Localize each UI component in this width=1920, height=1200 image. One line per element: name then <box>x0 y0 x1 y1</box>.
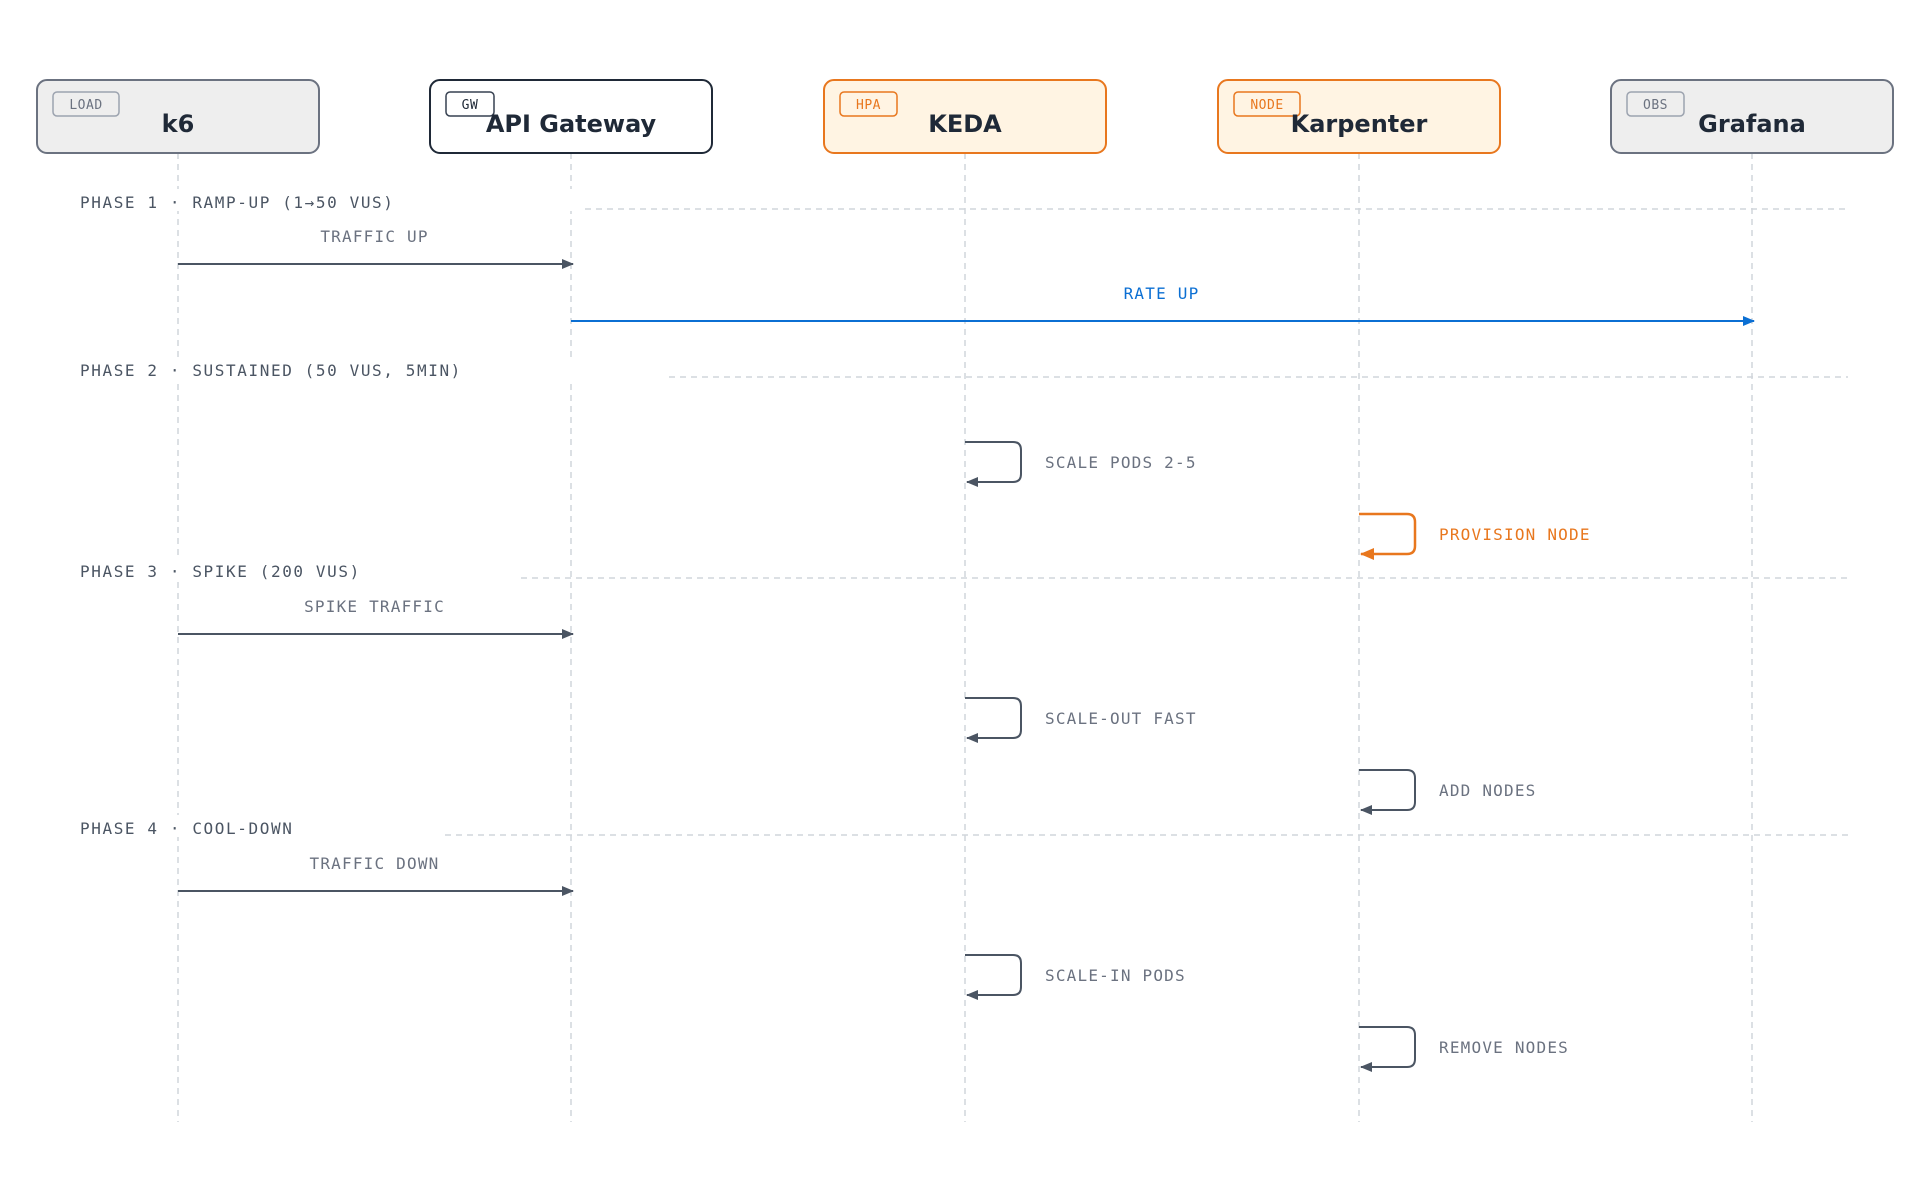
message: REMOVE NODES <box>1359 1026 1569 1072</box>
actor-box <box>1610 79 1894 154</box>
actor-name: KEDA <box>928 110 1002 138</box>
actor-tag: NODE <box>1250 98 1283 113</box>
actor-box <box>429 79 713 154</box>
actor-tag: GW <box>462 98 479 113</box>
actors: LOAD k6 GW API Gateway HPA KEDA NODE Karpenter O… <box>36 79 1894 154</box>
messages: TRAFFIC UP RATE UP SCALE PODS 2-5PROVISION… <box>178 227 1755 1072</box>
actor-tag-badge <box>445 91 495 117</box>
message: SCALE-OUT FAST <box>965 697 1197 743</box>
actor-karpenter: NODE Karpenter <box>1217 79 1501 154</box>
message-label: TRAFFIC DOWN <box>310 854 440 873</box>
lifelines <box>177 153 1753 1122</box>
phase-separators: PHASE 1 · RAMP-UP (1→50 VUS) PHASE 2 · SU… <box>74 189 1848 838</box>
actor-name: Karpenter <box>1291 110 1428 138</box>
phase-label: PHASE 3 · SPIKE (200 VUS) <box>80 562 361 581</box>
actor-tag-badge <box>52 91 120 117</box>
actor-tag: HPA <box>856 98 881 113</box>
actor-tag-badge <box>1626 91 1685 117</box>
self-message-arrow <box>965 441 1022 487</box>
phase-label: PHASE 2 · SUSTAINED (50 VUS, 5MIN) <box>80 361 462 380</box>
message: SCALE PODS 2-5 <box>965 441 1197 487</box>
message: SPIKE TRAFFIC <box>178 597 574 639</box>
actor-name: k6 <box>162 110 195 138</box>
message-label: SPIKE TRAFFIC <box>304 597 445 616</box>
actor-tag-badge <box>839 91 898 117</box>
actor-tag: LOAD <box>69 98 102 113</box>
actor-grafana: OBS Grafana <box>1610 79 1894 154</box>
phase-label: PHASE 4 · COOL-DOWN <box>80 819 293 838</box>
message-label: SCALE-OUT FAST <box>1045 709 1197 728</box>
actor-tag: OBS <box>1643 98 1668 113</box>
phase-label-background <box>74 357 659 379</box>
message-label: ADD NODES <box>1439 781 1537 800</box>
phase-label: PHASE 1 · RAMP-UP (1→50 VUS) <box>80 193 395 212</box>
message: PROVISION NODE <box>1359 512 1591 560</box>
actor-box <box>823 79 1107 154</box>
self-message-arrow <box>1359 1026 1416 1072</box>
message: SCALE-IN PODS <box>965 954 1186 1000</box>
self-message-arrow <box>1359 769 1416 815</box>
actor-box <box>36 79 320 154</box>
message-label: SCALE-IN PODS <box>1045 966 1186 985</box>
message-label: SCALE PODS 2-5 <box>1045 453 1197 472</box>
self-message-arrow <box>965 954 1022 1000</box>
actor-k6: LOAD k6 <box>36 79 320 154</box>
message-label: RATE UP <box>1124 284 1200 303</box>
phase-label-background <box>74 815 435 837</box>
message-label: TRAFFIC UP <box>320 227 428 246</box>
message: RATE UP <box>571 284 1755 326</box>
phase-label-background <box>74 558 511 580</box>
self-message-arrow <box>965 697 1022 743</box>
message: TRAFFIC DOWN <box>178 854 574 896</box>
self-message-arrow <box>1359 512 1417 560</box>
actor-gateway: GW API Gateway <box>429 79 713 154</box>
actor-tag-badge <box>1233 91 1301 117</box>
message-label: PROVISION NODE <box>1439 525 1591 544</box>
message: ADD NODES <box>1359 769 1537 815</box>
phase-label-background <box>74 189 575 211</box>
message: TRAFFIC UP <box>178 227 574 269</box>
actor-box <box>1217 79 1501 154</box>
actor-name: API Gateway <box>486 110 657 138</box>
actor-name: Grafana <box>1698 110 1806 138</box>
message-label: REMOVE NODES <box>1439 1038 1569 1057</box>
actor-keda: HPA KEDA <box>823 79 1107 154</box>
